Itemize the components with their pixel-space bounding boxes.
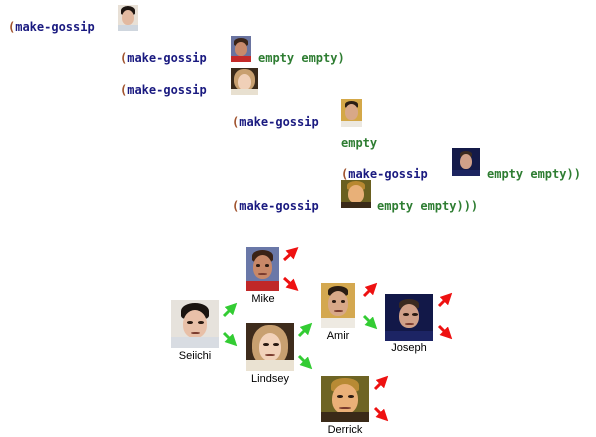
arrow-lindsey-to-derrick xyxy=(297,354,313,370)
derrick-label: Derrick xyxy=(327,424,363,436)
arrow-amir-left-empty xyxy=(362,282,378,298)
joseph-label: Joseph xyxy=(391,342,427,354)
code-line-2-args: empty empty) xyxy=(258,51,345,65)
mike-label: Mike xyxy=(251,293,275,305)
code-line-4: (make-gossip xyxy=(232,115,319,129)
code-line-6: (make-gossip xyxy=(341,167,428,181)
seiichi-label: Seiichi xyxy=(178,350,212,362)
seiichi-face-icon xyxy=(118,5,138,31)
joseph-photo xyxy=(385,294,433,341)
lindsey-face-icon xyxy=(231,68,258,95)
code-line-3: (make-gossip xyxy=(120,83,207,97)
code-line-2: (make-gossip xyxy=(120,51,207,65)
amir-photo xyxy=(321,283,355,328)
code-line-1: (make-gossip xyxy=(8,20,95,34)
mike-photo xyxy=(246,247,279,291)
arrow-amir-to-joseph xyxy=(362,314,378,330)
amir-face-icon xyxy=(341,99,362,127)
arrow-derrick-left-empty xyxy=(373,375,389,391)
arrow-mike-right-empty xyxy=(282,276,299,292)
amir-label: Amir xyxy=(326,330,350,342)
lindsey-photo xyxy=(246,323,294,371)
joseph-face-icon xyxy=(452,148,480,176)
arrow-lindsey-to-amir xyxy=(297,322,313,338)
open-paren: ( xyxy=(8,20,16,34)
arrow-derrick-right-empty xyxy=(373,406,389,422)
code-line-6-args: empty empty)) xyxy=(487,167,581,181)
derrick-photo xyxy=(321,376,369,422)
make-gossip-keyword: make-gossip xyxy=(15,20,95,34)
code-line-5: empty xyxy=(341,136,378,150)
seiichi-photo xyxy=(171,300,219,348)
derrick-face-icon xyxy=(341,180,371,208)
mike-face-icon xyxy=(231,36,251,62)
lindsey-label: Lindsey xyxy=(251,373,289,385)
arrow-seiichi-to-mike xyxy=(222,302,238,318)
code-line-7-args: empty empty))) xyxy=(377,199,479,213)
arrow-seiichi-to-lindsey xyxy=(222,331,238,347)
arrow-joseph-left-empty xyxy=(437,292,453,308)
arrow-joseph-right-empty xyxy=(437,324,453,340)
code-line-7: (make-gossip xyxy=(232,199,319,213)
arrow-mike-left-empty xyxy=(282,246,299,262)
